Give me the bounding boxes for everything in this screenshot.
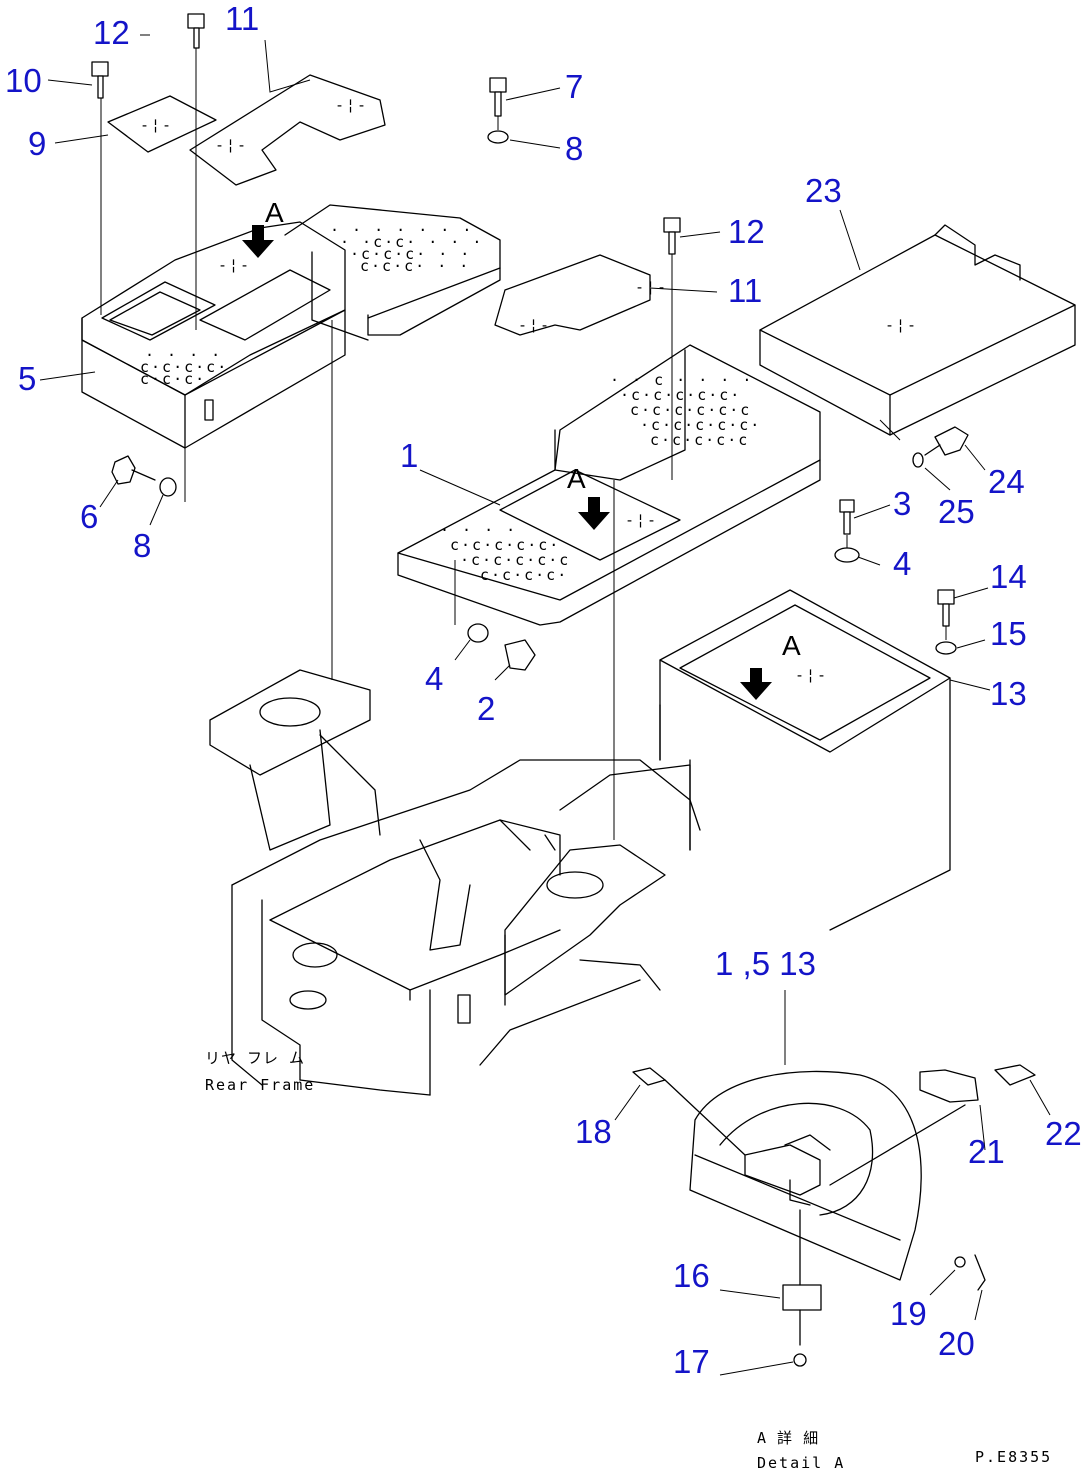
callout-17: 17 [673,1343,710,1380]
svg-text:-¦-: -¦- [795,666,828,684]
callout-16: 16 [673,1257,710,1294]
svg-text:c·c·c·c·: c·c·c·c· [480,566,568,584]
svg-text:c·c·c·c·c·: c·c·c·c·c· [450,536,560,554]
view-marker-a: A [265,197,284,228]
callout-1: 1 [400,437,418,474]
callout-4: 4 [425,660,443,697]
callout-11: 11 [728,272,762,309]
callout-8: 8 [565,130,583,167]
rear-frame-label: Rear Frame [205,1076,315,1094]
svg-text:c·c·c·c·c: c·c·c·c·c [650,431,749,449]
svg-text:c·c·c·: c·c·c· [140,370,206,388]
catch-16 [782,1284,822,1311]
callout-8: 8 [133,527,151,564]
left-cover-assembly: · · · · · · · · ·c·c· · · · ·c·c·c· · · … [81,74,501,449]
svg-text:-¦-: -¦- [635,278,668,296]
callout-6: 6 [80,498,98,535]
callout-13: 13 [990,675,1027,712]
assembly-lines [100,48,947,840]
callouts: 12 11 10 9 7 8 23 12 11 5 1 24 25 3 6 8 … [5,0,1082,1380]
callout-4: 4 [893,545,911,582]
center-cover-assembly: · · c · · · · ·c·c·c·c·c· c·c·c·c·c·c ·c… [397,254,821,626]
perforation-left: · · · · · · · · ·c·c· · · · ·c·c·c· · · … [140,221,483,388]
callout-21: 21 [968,1133,1005,1170]
callout-10: 10 [5,62,42,99]
perforation-center: · · c · · · · ·c·c·c·c·c· c·c·c·c·c·c ·c… [440,371,761,584]
opening-right [199,269,331,341]
callout-24: 24 [988,463,1025,500]
drawing-code: P.E8355 [975,1448,1052,1466]
svg-text:-¦-: -¦- [518,316,551,334]
svg-text:·c·c·c·c·c·: ·c·c·c·c·c· [620,386,741,404]
callout-25: 25 [938,493,975,530]
cover-13 [659,589,951,931]
svg-text:· ·c·c· · · ·: · ·c·c· · · · [340,233,483,251]
bolt-22 [994,1064,1036,1086]
bracket-21 [919,1069,979,1103]
svg-text:c·c·c·c·c·c: c·c·c·c·c·c [630,401,751,419]
svg-text:·c·c·c· · ·: ·c·c·c· · · [350,245,471,263]
fasteners [91,13,969,671]
pedestal-left [209,669,371,776]
callout-20: 20 [938,1325,975,1362]
callout-12: 12 [728,213,765,250]
rear-box [284,204,501,336]
plate-11-left [189,74,386,186]
callout-18: 18 [575,1113,612,1150]
callout-9: 9 [28,125,46,162]
view-arrows [242,225,772,700]
callout-3: 3 [893,485,911,522]
callout-1-5-13: 1 ,5 13 [715,945,816,982]
svg-text:c·c·c· · ·: c·c·c· · · [360,257,470,275]
view-marker-a: A [782,630,801,661]
rear-frame [209,669,701,1096]
svg-text:-¦-: -¦- [215,136,248,154]
svg-text:-¦-: -¦- [140,116,173,134]
svg-text:-¦-: -¦- [335,96,368,114]
callout-2: 2 [477,690,495,727]
svg-text:· · · ·: · · · · [145,346,222,364]
callout-11: 11 [225,0,259,37]
view-marker-a: A [567,463,586,494]
callout-19: 19 [890,1295,927,1332]
callout-22: 22 [1045,1115,1082,1152]
svg-text:·c·c·c·c·c·: ·c·c·c·c·c· [640,416,761,434]
svg-text:· · · · · · ·: · · · · · · · [330,221,473,239]
part-marks: -¦- -¦- -¦- -¦- -¦- -¦- -¦- -¦- -¦- [140,96,918,684]
callout-23: 23 [805,172,842,209]
svg-text:-¦-: -¦- [625,511,658,529]
svg-text:· · · ·: · · · · [440,521,517,539]
svg-text:-¦-: -¦- [885,316,918,334]
callout-7: 7 [565,68,583,105]
pin-18 [632,1067,666,1086]
leader-lines [39,34,1051,1376]
callout-15: 15 [990,615,1027,652]
detail-a-label-jp: A 詳 細 [757,1429,819,1447]
plate-11-center [494,254,651,336]
plate-9 [107,95,217,153]
svg-text:c·c·c·c·: c·c·c·c· [140,358,228,376]
detail-a-label: Detail A [757,1454,845,1470]
callout-5: 5 [18,360,36,397]
svg-text:·c·c·c·c·c: ·c·c·c·c·c [460,551,570,569]
callout-14: 14 [990,558,1027,595]
latch [744,1144,821,1196]
opening-left [101,281,216,341]
svg-text:· · c · · · ·: · · c · · · · [610,371,753,389]
detail-a [632,1064,1036,1367]
rear-frame-label-jp: リヤ フレ ム [205,1049,305,1067]
opening-center [499,469,681,561]
cover-1 [397,344,821,601]
box-23 [759,224,1076,436]
callout-12: 12 [93,14,130,51]
svg-text:-¦-: -¦- [218,256,251,274]
pedestal-right [504,844,666,996]
